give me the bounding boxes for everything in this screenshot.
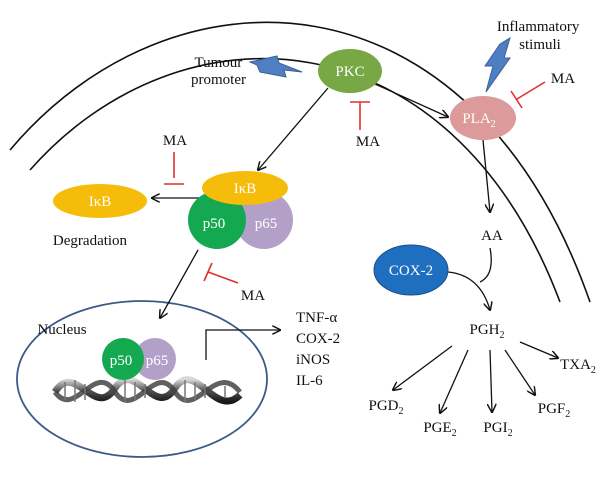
ikb-bound-label: IκB [234, 181, 257, 197]
ikb-bound-node [202, 171, 288, 205]
transcription-arrow [205, 330, 280, 360]
gene-il6: IL-6 [296, 373, 323, 389]
gene-cox2: COX-2 [296, 331, 340, 347]
pgh2-label: PGH2 [469, 322, 504, 341]
pgd2-label: PGD2 [368, 398, 403, 417]
pgh2-to-txa2-arrow [519, 341, 558, 358]
pge2-label: PGE2 [423, 420, 456, 439]
tumour-promoter-bolt-icon [248, 55, 303, 78]
pgi2-label: PGI2 [483, 420, 512, 439]
pkc-node [318, 49, 382, 93]
gene-inos: iNOS [296, 352, 330, 368]
pkc-to-pla2-arrow [374, 83, 448, 117]
cell-membrane-inner [29, 57, 561, 303]
cell-membrane-outer [9, 21, 591, 303]
p50-label: p50 [203, 216, 226, 232]
pkc-to-ikb-arrow [258, 87, 329, 170]
pgf2-label: PGF2 [538, 401, 571, 420]
p65-node [235, 191, 293, 249]
inflammatory-stimuli-bolt-icon [484, 36, 511, 93]
ma-ikb-label: MA [163, 133, 187, 149]
pkc-label: PKC [335, 64, 364, 80]
ma-nfkb-inhibition [203, 262, 239, 284]
pgh2-to-pgi2-arrow [490, 349, 492, 412]
gene-tnf-alpha: TNF-α [296, 310, 337, 326]
nucleus-membrane [16, 300, 268, 458]
ma-ikb-inhibition [164, 152, 184, 185]
ikb-free-label: IκB [89, 194, 112, 210]
pgh2-to-pgd2-arrow [393, 345, 453, 390]
pla2-node [450, 96, 516, 140]
p65-nucleus-node [134, 338, 176, 380]
pla2-to-aa-arrow [482, 139, 490, 212]
nfkb-to-nucleus-arrow [160, 249, 199, 318]
degradation-label: Degradation [53, 233, 128, 249]
ma-pla2-label: MA [551, 71, 575, 87]
p50-nucleus-node [102, 338, 144, 380]
ma-pla2-inhibition [510, 81, 546, 109]
pgh2-to-pge2-arrow [440, 349, 469, 413]
ma-pkc-inhibition [350, 101, 370, 130]
p65-nucleus-label: p65 [146, 353, 169, 369]
txa2-label: TXA2 [560, 357, 596, 376]
p50-nucleus-label: p50 [110, 353, 133, 369]
dna-helix-icon [52, 376, 243, 405]
ikb-free-node [53, 184, 147, 218]
pla2-label: PLA2 [462, 111, 495, 130]
ma-nfkb-label: MA [241, 288, 265, 304]
p50-node [188, 191, 246, 249]
pgh2-to-pgf2-arrow [504, 349, 535, 395]
ma-pkc-label: MA [356, 134, 380, 150]
aa-label: AA [481, 228, 503, 244]
tumour-promoter-label: Tumour promoter [191, 55, 246, 88]
inflammatory-stimuli-label: Inflammatory stimuli [497, 19, 583, 53]
cox2-enzyme-label: COX-2 [389, 263, 433, 279]
cox2-enzyme-node [373, 244, 449, 296]
aa-to-pgh2-arrow [447, 247, 491, 310]
p65-label: p65 [255, 216, 278, 232]
nucleus-label: Nucleus [37, 322, 86, 338]
